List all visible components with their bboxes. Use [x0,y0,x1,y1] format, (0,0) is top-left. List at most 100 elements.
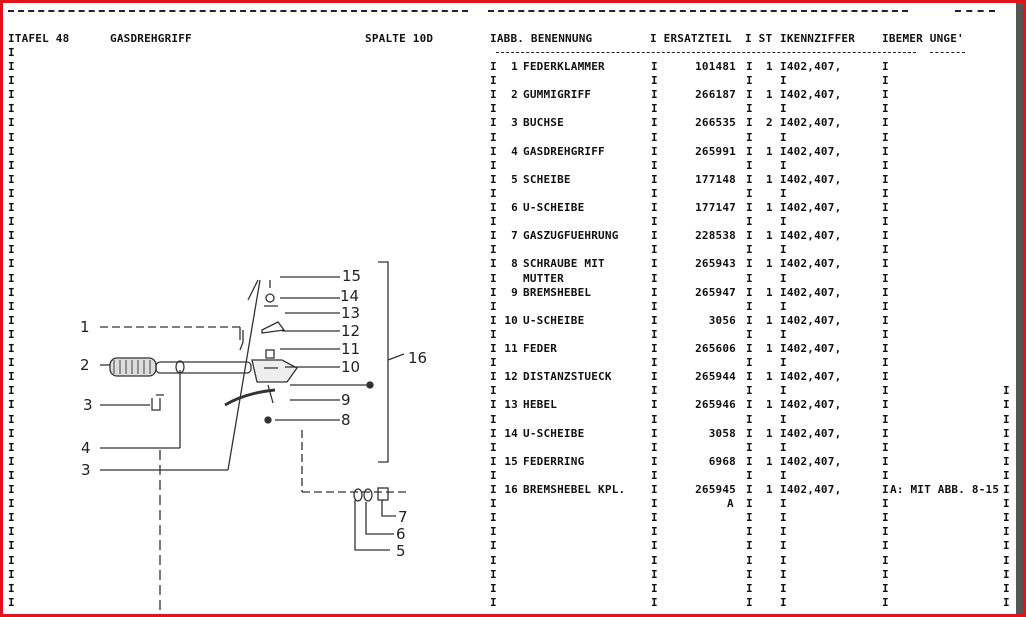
kennziffer-rail: I [780,567,787,581]
column-rail: I [882,595,889,609]
right-rail: I [1003,511,1010,525]
right-rail: I [1003,525,1010,539]
rail-left: I [8,497,15,511]
rail-left: I [8,511,15,525]
right-rail: I [1003,567,1010,581]
kennziffer: I402,407, [780,144,842,158]
column-rail: I [651,553,658,567]
spalte-label: SPALTE 10D [365,32,434,45]
callout-9: 9 [341,391,351,409]
kennziffer-rail: I [780,440,787,454]
rail-left: I [8,45,15,59]
part-number: 177147 [695,201,736,214]
column-rail: I [490,567,497,581]
part-number: 265944 [695,370,736,384]
column-rail: I [651,271,658,285]
kennziffer-rail: I [780,539,787,553]
column-rail: I [490,384,497,398]
top-rule-end [955,10,995,12]
item-number: 16 [504,483,518,496]
column-rail: I [490,525,497,539]
column-rail: I [882,74,889,88]
item-number: 3 [511,116,518,130]
column-rail: I [746,398,753,412]
column-rail: I [746,243,753,257]
rail-left: I [8,370,15,384]
kennziffer-rail: I [780,271,787,285]
quantity: 1 [766,483,773,496]
kennziffer: I402,407, [780,285,842,299]
right-rail: I [1003,497,1010,511]
rail-left: I [8,454,15,468]
column-rail: I [490,511,497,525]
kennziffer: I402,407, [780,483,842,496]
column-rail: I [746,102,753,116]
column-rail: I [746,426,753,440]
kennziffer: I402,407, [780,426,842,440]
column-rail: I [490,88,497,102]
column-rail: I [746,454,753,468]
rail-left: I [8,285,15,299]
item-number: 14 [504,426,518,440]
item-name: FEDERKLAMMER [523,60,605,73]
part-number: 6968 [708,454,736,468]
kennziffer: I402,407, [780,201,842,214]
column-rail: I [651,342,658,355]
kennziffer: I402,407, [780,342,842,355]
callout-15: 15 [342,267,362,285]
column-rail: I [882,497,889,511]
rail-left: I [8,412,15,426]
column-rail: I [490,186,497,200]
item-number: 12 [504,370,518,384]
rail-left: I [8,398,15,412]
callout-11: 11 [341,340,361,358]
column-rail: I [490,313,497,327]
column-rail: I [746,172,753,186]
column-rail: I [651,440,658,454]
lever-housing [251,359,298,383]
column-rail: I [882,144,889,158]
item-name: HEBEL [523,398,558,412]
column-rail: I [882,299,889,313]
column-rail: I [490,595,497,609]
kennziffer-rail: I [780,158,787,172]
part-number: 3056 [708,313,736,327]
kennziffer: I402,407, [780,229,842,243]
column-rail: I [882,88,889,102]
rail-left: I [8,539,15,553]
kennziffer-rail: I [780,581,787,595]
kennziffer-rail: I [780,102,787,116]
kennziffer: I402,407, [780,116,842,130]
column-rail: I [651,384,658,398]
rail-left: I [8,327,15,341]
rail-left: I [8,483,15,496]
column-rail: I [490,74,497,88]
column-rail: I [490,370,497,384]
item-number: 1 [511,60,518,73]
rail-left: I [8,172,15,186]
quantity: 1 [766,398,773,412]
column-rail: I [490,285,497,299]
top-rule [8,10,468,12]
rail-left: I [8,74,15,88]
column-rail: I [490,483,497,496]
kennziffer-rail: I [780,356,787,370]
item-number: 6 [511,201,518,214]
col-header-abb: IABB. BENENNUNG [490,32,593,45]
column-rail: I [651,201,658,214]
right-rail: I [1003,468,1010,482]
kennziffer-rail: I [780,130,787,144]
column-rail: I [746,356,753,370]
column-rail: I [746,497,753,511]
rail-left: I [8,158,15,172]
column-rail: I [882,525,889,539]
item-name: U-SCHEIBE [523,201,585,214]
col-header-bemerkungen: IBEMER UNGE' [882,32,964,45]
column-rail: I [490,201,497,214]
item-number: 5 [511,172,518,186]
quantity: 1 [766,426,773,440]
column-rail: I [490,299,497,313]
column-rail: I [746,412,753,426]
column-rail: I [882,426,889,440]
column-rail: I [746,384,753,398]
